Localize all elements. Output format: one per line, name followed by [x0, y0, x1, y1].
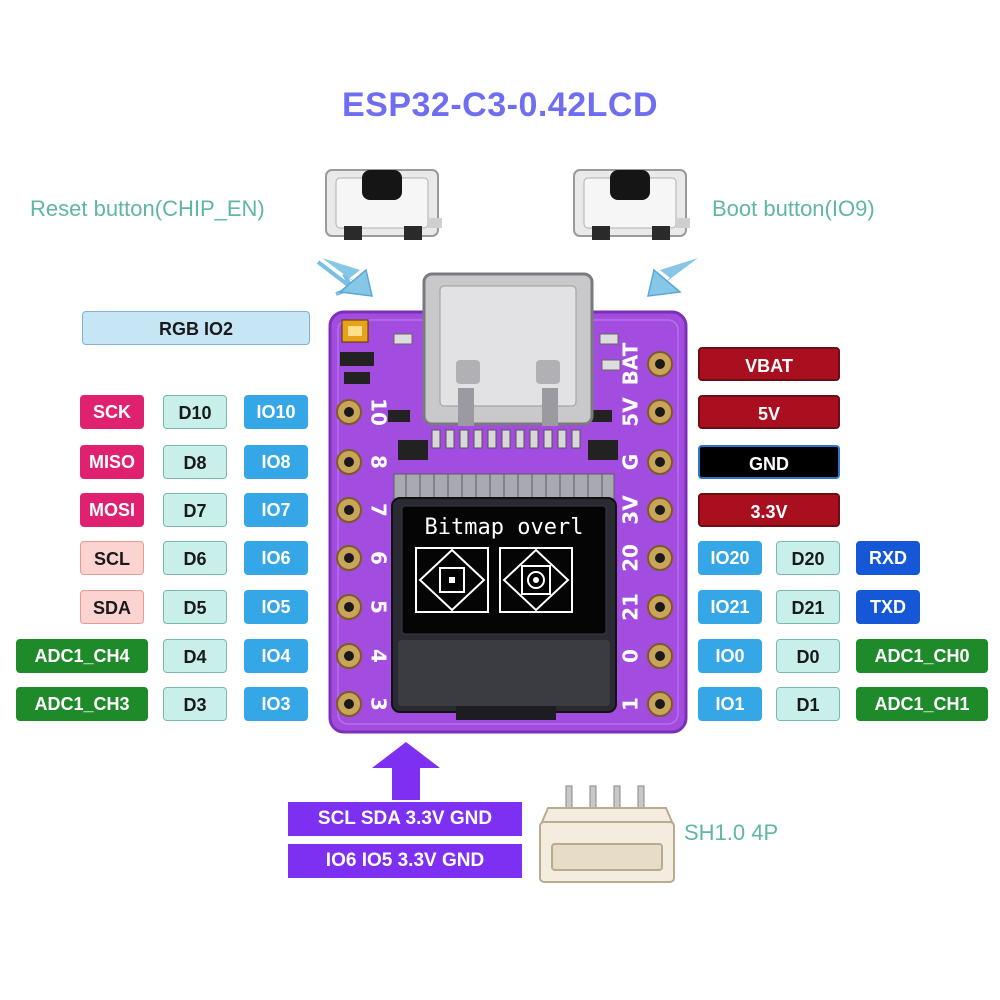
right-power-silk-3: 3V [619, 495, 643, 525]
left-func-tag-1: MISO [80, 445, 144, 479]
reset-button-icon [325, 169, 442, 240]
left-silk-label-1: 8 [367, 455, 391, 469]
left-io-tag-3: IO6 [244, 541, 308, 575]
right-dpin-tag-2: D0 [776, 639, 840, 673]
left-dpin-tag-3: D6 [163, 541, 227, 575]
right-dpin-tag-0: D20 [776, 541, 840, 575]
oled-display-icon [391, 473, 617, 720]
rgb-io2-label: RGB IO2 [82, 311, 310, 345]
left-dpin-tag-1: D8 [163, 445, 227, 479]
right-silk-label-0: 20 [619, 544, 643, 572]
diagram-title: ESP32-C3-0.42LCD [341, 86, 658, 124]
right-io-tag-1: IO21 [698, 590, 762, 624]
right-power-silk-0: BAT [619, 342, 643, 385]
right-func-tag-2: ADC1_CH0 [856, 639, 988, 673]
right-dpin-tag-1: D21 [776, 590, 840, 624]
left-dpin-tag-2: D7 [163, 493, 227, 527]
connector-label: SH1.0 4P [684, 820, 779, 845]
left-func-tag-4: SDA [80, 590, 144, 624]
right-func-tag-0: RXD [856, 541, 920, 575]
right-power-tag-3: 3.3V [698, 493, 840, 527]
left-dpin-tag-4: D5 [163, 590, 227, 624]
right-power-silk-1: 5V [619, 397, 643, 427]
right-power-tag-2: GND [698, 445, 840, 479]
right-io-tag-0: IO20 [698, 541, 762, 575]
reset-arrow-icon [316, 258, 373, 297]
left-silk-label-2: 7 [367, 503, 391, 517]
boot-arrow-icon [647, 258, 698, 297]
left-silk-label-5: 4 [367, 649, 391, 663]
left-func-tag-3: SCL [80, 541, 144, 575]
right-func-tag-3: ADC1_CH1 [856, 687, 988, 721]
left-func-tag-2: MOSI [80, 493, 144, 527]
left-silk-label-0: 10 [367, 398, 391, 426]
right-func-tag-1: TXD [856, 590, 920, 624]
right-power-tag-1: 5V [698, 395, 840, 429]
usb-c-port-icon [422, 272, 594, 426]
left-dpin-tag-5: D4 [163, 639, 227, 673]
sh-connector-row1: SCL SDA 3.3V GND [288, 802, 522, 836]
left-func-tag-6: ADC1_CH3 [16, 687, 148, 721]
boot-button-label: Boot button(IO9) [712, 196, 875, 221]
right-silk-label-1: 21 [619, 593, 643, 621]
left-io-tag-4: IO5 [244, 590, 308, 624]
boot-button-icon [573, 169, 690, 240]
left-silk-label-3: 6 [367, 551, 391, 565]
left-dpin-tag-6: D3 [163, 687, 227, 721]
left-io-tag-2: IO7 [244, 493, 308, 527]
right-io-tag-3: IO1 [698, 687, 762, 721]
rgb-led-icon [341, 319, 369, 343]
left-silk-label-6: 3 [367, 697, 391, 711]
left-dpin-tag-0: D10 [163, 395, 227, 429]
sh-connector-row2: IO6 IO5 3.3V GND [288, 844, 522, 878]
left-io-tag-1: IO8 [244, 445, 308, 479]
oled-text: Bitmap overl [425, 515, 584, 540]
left-io-tag-5: IO4 [244, 639, 308, 673]
right-power-silk-2: G [619, 454, 643, 470]
sh1-connector-icon [539, 785, 675, 883]
left-func-tag-5: ADC1_CH4 [16, 639, 148, 673]
reset-button-label: Reset button(CHIP_EN) [30, 196, 265, 221]
right-dpin-tag-3: D1 [776, 687, 840, 721]
up-arrow-icon [372, 742, 440, 800]
left-io-tag-6: IO3 [244, 687, 308, 721]
left-silk-label-4: 5 [367, 600, 391, 614]
left-io-tag-0: IO10 [244, 395, 308, 429]
right-silk-label-2: 0 [619, 649, 643, 663]
right-power-tag-0: VBAT [698, 347, 840, 381]
right-io-tag-2: IO0 [698, 639, 762, 673]
right-silk-label-3: 1 [619, 697, 643, 711]
left-func-tag-0: SCK [80, 395, 144, 429]
